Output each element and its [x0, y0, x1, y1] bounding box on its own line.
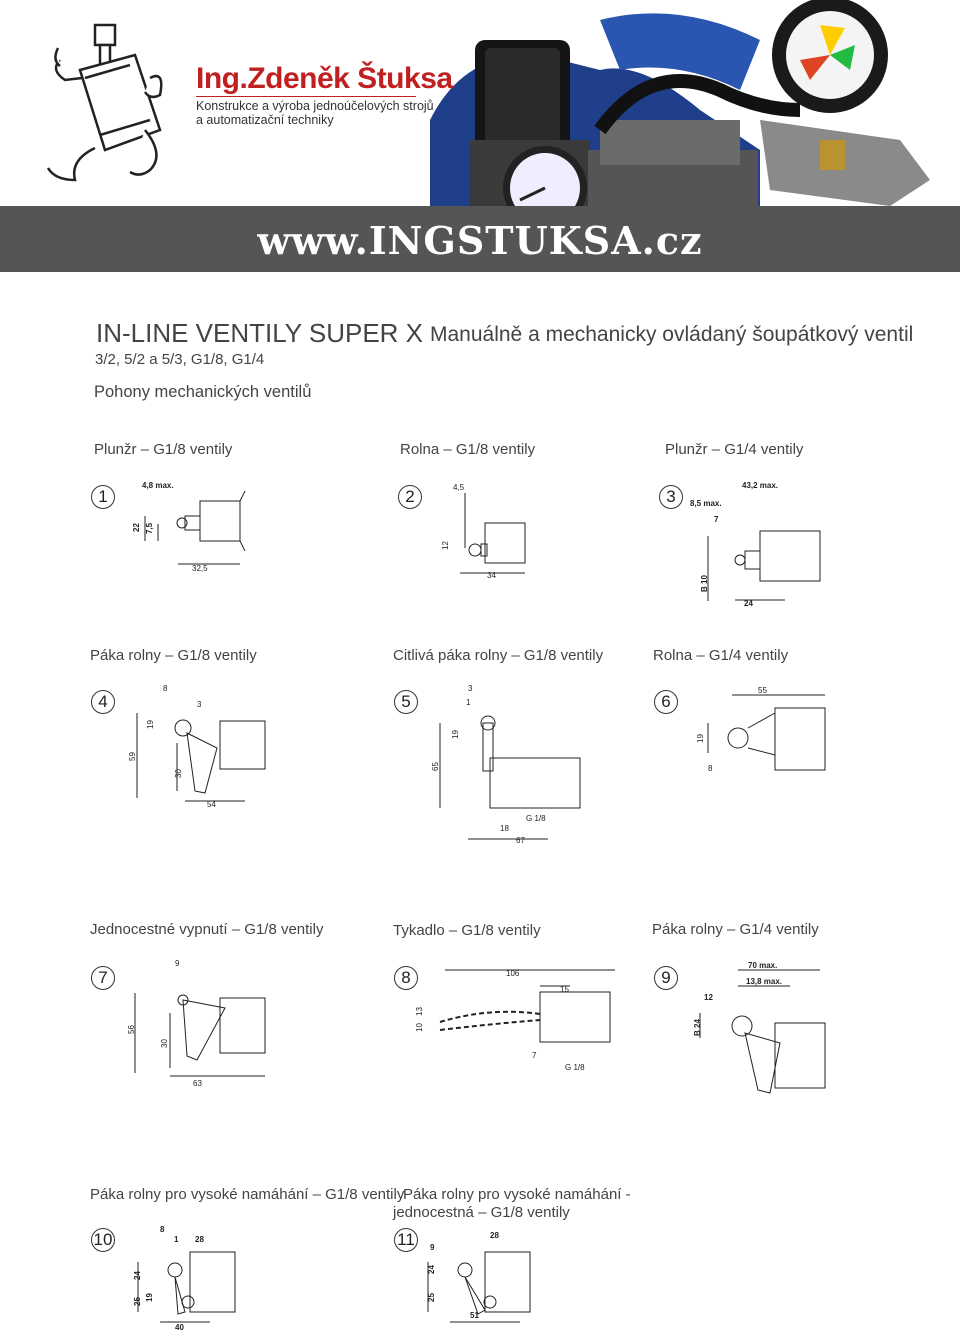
logo-underline [196, 96, 416, 97]
dim-6-b: 19 [696, 734, 705, 743]
dim-3-b: 8,5 max. [690, 499, 722, 508]
company-tagline-1: Konstrukce a výroba jednoúčelových stroj… [196, 99, 434, 113]
dim-4-f: 54 [207, 800, 216, 809]
caption-1: Plunžr – G1/8 ventily [94, 441, 233, 458]
caption-4: Páka rolny – G1/8 ventily [90, 647, 257, 664]
dim-11-c: 24 [427, 1265, 436, 1274]
dim-8-e: 7 [532, 1051, 537, 1060]
dim-4-d: 59 [128, 752, 137, 761]
dim-9-d: B 24 [693, 1019, 702, 1036]
caption-7: Jednocestné vypnutí – G1/8 ventily [90, 921, 324, 938]
caption-9: Páka rolny – G1/4 ventily [652, 921, 819, 938]
drawing-heavy-duty-lever-g18: 8 1 28 24 25 19 40 [133, 1225, 236, 1332]
caption-2: Rolna – G1/8 ventily [400, 441, 536, 458]
item-number-8: 8 [394, 966, 418, 990]
dim-4-c: 19 [146, 720, 155, 729]
drawing-roller-lever-g14: 70 max. 13,8 max. 12 B 24 [693, 961, 826, 1094]
item-number-10: 10 [91, 1228, 115, 1252]
dim-1-b: 22 [132, 523, 141, 532]
dim-1-a: 4,8 max. [142, 481, 174, 490]
drawing-roller-lever-g18: 8 3 19 59 30 54 [128, 684, 266, 809]
dim-10-c: 28 [195, 1235, 204, 1244]
dim-9-a: 70 max. [748, 961, 777, 970]
dim-8-d: 13 [415, 1007, 424, 1016]
dim-7-b: 56 [127, 1025, 136, 1034]
drawing-roller-g14: 55 19 8 [696, 686, 826, 773]
dim-3-e: 24 [744, 599, 753, 608]
dim-10-d: 24 [133, 1271, 142, 1280]
dim-11-d: 25 [427, 1293, 436, 1302]
dim-2-c: 34 [487, 571, 496, 580]
spec-line: 3/2, 5/2 a 5/3, G1/8, G1/4 [95, 351, 265, 368]
drawing-heavy-duty-one-way-lever-g18: 9 28 24 25 51 [427, 1231, 531, 1323]
dim-4-a: 8 [163, 684, 168, 693]
dim-10-b: 1 [174, 1235, 179, 1244]
dim-5-d: 65 [431, 762, 440, 771]
dim-6-a: 55 [758, 686, 767, 695]
dim-5-g: G 1/8 [526, 814, 546, 823]
dim-10-g: 40 [175, 1323, 184, 1332]
dim-7-d: 63 [193, 1079, 202, 1088]
dim-6-c: 8 [708, 764, 713, 773]
dim-3-a: 43,2 max. [742, 481, 778, 490]
dim-3-d: B 10 [700, 575, 709, 592]
dim-5-e: 18 [500, 824, 509, 833]
company-name: Ing.Zdeněk Štuksa [196, 62, 453, 95]
dim-11-a: 9 [430, 1243, 435, 1252]
caption-11-line1: Páka rolny pro vysoké namáhání - [403, 1186, 631, 1203]
dim-11-e: 51 [470, 1311, 479, 1320]
caption-3: Plunžr – G1/4 ventily [665, 441, 804, 458]
drawing-whisker-g18: 106 15 10 13 7 G 1/8 [415, 969, 615, 1072]
dim-4-e: 30 [174, 769, 183, 778]
caption-6: Rolna – G1/4 ventily [653, 647, 789, 664]
dim-5-a: 3 [468, 684, 473, 693]
item-number-9: 9 [654, 966, 678, 990]
item-number-5: 5 [394, 690, 418, 714]
item-number-4: 4 [91, 690, 115, 714]
dim-3-c: 7 [714, 515, 719, 524]
item-number-7: 7 [91, 966, 115, 990]
caption-5: Citlivá páka rolny – G1/8 ventily [393, 647, 604, 664]
section-heading: Pohony mechanických ventilů [94, 383, 312, 401]
dim-5-c: 19 [451, 730, 460, 739]
dim-1-c: 7,5 [145, 522, 154, 534]
dim-7-a: 9 [175, 959, 180, 968]
company-tagline-2: a automatizační techniky [196, 113, 334, 127]
item-number-1: 1 [91, 485, 115, 509]
dim-10-f: 19 [145, 1293, 154, 1302]
dim-5-b: 1 [466, 698, 471, 707]
dim-8-c: 10 [415, 1023, 424, 1032]
header-product-photo [0, 0, 960, 272]
dim-11-b: 28 [490, 1231, 499, 1240]
page-title: IN-LINE VENTILY SUPER X [96, 318, 424, 348]
dim-10-e: 25 [133, 1297, 142, 1306]
drawing-plunger-g18: 4,8 max. 22 7,5 32,5 [132, 481, 246, 572]
dim-5-f: 67 [516, 836, 525, 845]
caption-11-line2: jednocestná – G1/8 ventily [393, 1204, 570, 1221]
drawing-sensitive-lever-g18: 3 1 19 65 18 67 G 1/8 [431, 684, 581, 845]
dim-9-c: 12 [704, 993, 713, 1002]
dim-8-f: G 1/8 [565, 1063, 585, 1072]
page-subtitle: Manuálně a mechanicky ovládaný šoupátkov… [430, 323, 914, 346]
dim-7-c: 30 [160, 1039, 169, 1048]
item-number-11: 11 [394, 1228, 418, 1252]
dim-2-b: 12 [441, 541, 450, 550]
item-number-6: 6 [654, 690, 678, 714]
item-number-2: 2 [398, 485, 422, 509]
dim-9-b: 13,8 max. [746, 977, 782, 986]
dim-1-d: 32,5 [192, 564, 208, 572]
url-banner [0, 206, 960, 272]
dim-8-b: 15 [560, 985, 569, 994]
caption-10: Páka rolny pro vysoké namáhání – G1/8 ve… [90, 1186, 405, 1203]
dim-8-a: 106 [506, 969, 520, 978]
dim-4-b: 3 [197, 700, 202, 709]
drawing-roller-g18: 4,5 12 34 [441, 483, 526, 580]
website-url[interactable]: www.INGSTUKSA.cz [257, 218, 703, 263]
dim-10-a: 8 [160, 1225, 165, 1234]
caption-8: Tykadlo – G1/8 ventily [393, 922, 541, 939]
item-number-3: 3 [659, 485, 683, 509]
drawing-plunger-g14: 43,2 max. 8,5 max. 7 B 10 24 [690, 481, 821, 608]
dim-2-a: 4,5 [453, 483, 465, 492]
drawing-one-way-trip-g18: 9 56 30 63 [127, 959, 266, 1088]
